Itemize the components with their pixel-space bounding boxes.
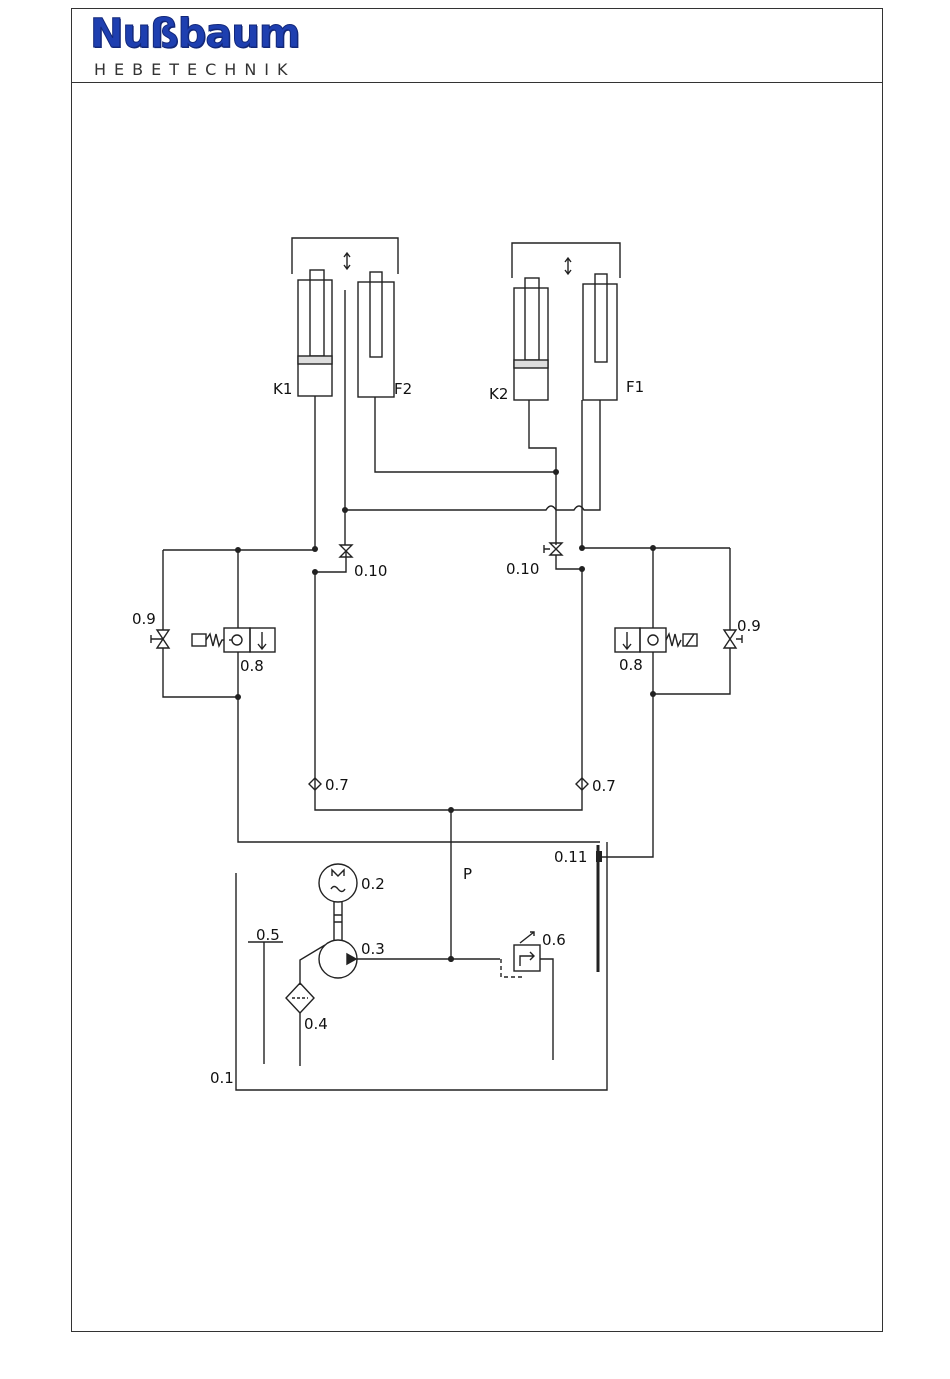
label-08-right: 0.8 bbox=[619, 656, 643, 674]
shutoff-valve-010-right-icon bbox=[544, 543, 582, 569]
cylinder-k1 bbox=[298, 270, 332, 396]
left-return-line bbox=[238, 697, 600, 842]
label-k2: K2 bbox=[489, 385, 508, 403]
label-01: 0.1 bbox=[210, 1069, 234, 1087]
oil-level-05-icon bbox=[248, 942, 283, 1064]
left-bypass-line bbox=[163, 550, 238, 697]
shutoff-valve-09-left-icon bbox=[151, 630, 169, 648]
pump-03-icon bbox=[300, 940, 500, 985]
motor-02-icon bbox=[319, 864, 357, 940]
label-06: 0.6 bbox=[542, 931, 566, 949]
relief-valve-06-icon bbox=[501, 932, 553, 1060]
label-08-left: 0.8 bbox=[240, 657, 264, 675]
cylinder-f1 bbox=[583, 274, 617, 400]
label-p: P bbox=[463, 865, 472, 883]
label-f1: F1 bbox=[626, 378, 644, 396]
label-07-right: 0.7 bbox=[592, 777, 616, 795]
label-04: 0.4 bbox=[304, 1015, 328, 1033]
label-07-left: 0.7 bbox=[325, 776, 349, 794]
label-010-left: 0.10 bbox=[354, 562, 387, 580]
junction-dots bbox=[235, 469, 656, 962]
up-down-arrow-icon bbox=[344, 253, 350, 269]
up-down-arrow-icon bbox=[565, 258, 571, 274]
label-02: 0.2 bbox=[361, 875, 385, 893]
label-k1: K1 bbox=[273, 380, 292, 398]
right-supply-line bbox=[451, 569, 582, 810]
solenoid-valve-08-right-icon bbox=[615, 628, 697, 652]
solenoid-valve-08-left-icon bbox=[192, 628, 275, 652]
label-09-left: 0.9 bbox=[132, 610, 156, 628]
return-connector-011-icon bbox=[596, 845, 602, 972]
label-010-right: 0.10 bbox=[506, 560, 539, 578]
label-03: 0.3 bbox=[361, 940, 385, 958]
label-05: 0.5 bbox=[256, 926, 280, 944]
cylinder-f2 bbox=[358, 272, 394, 397]
tank-outline-01 bbox=[236, 842, 607, 1090]
right-return-line bbox=[600, 694, 653, 857]
label-09-right: 0.9 bbox=[737, 617, 761, 635]
right-bypass-line bbox=[653, 548, 730, 694]
left-supply-line bbox=[315, 572, 451, 810]
cylinder-k2 bbox=[514, 278, 548, 400]
label-011: 0.11 bbox=[554, 848, 587, 866]
label-f2: F2 bbox=[394, 380, 412, 398]
shutoff-valve-010-left-icon bbox=[315, 545, 352, 572]
junction-dot bbox=[448, 956, 454, 962]
